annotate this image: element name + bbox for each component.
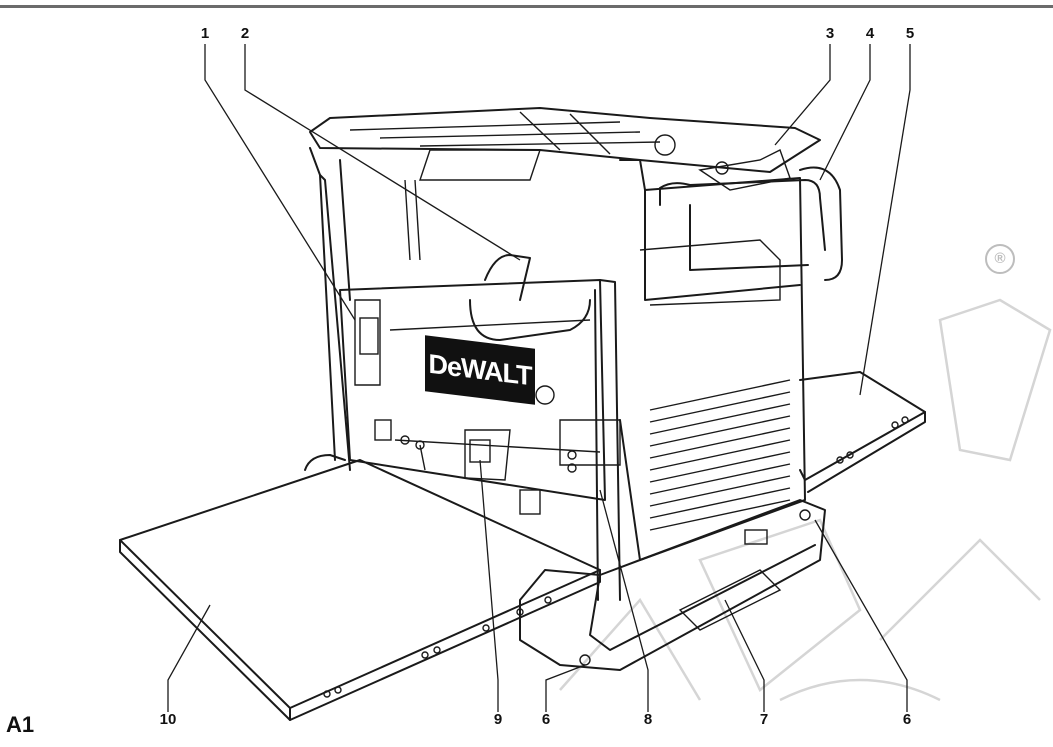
callout-5: 5 — [905, 25, 915, 42]
registered-mark: ® — [985, 244, 1015, 274]
callout-2: 2 — [240, 25, 250, 42]
callout-1: 1 — [200, 25, 210, 42]
base — [519, 499, 826, 671]
figure-label: A1 — [6, 712, 35, 737]
brand-text: DeWALT — [428, 348, 532, 392]
callout-3: 3 — [825, 25, 835, 42]
planer-body — [304, 107, 843, 601]
callout-10: 10 — [159, 711, 177, 728]
callout-7: 7 — [759, 711, 769, 728]
callout-6-left: 6 — [541, 711, 551, 728]
right-table — [799, 371, 926, 493]
callout-8: 8 — [643, 711, 653, 728]
top-rule — [0, 5, 1053, 8]
callout-6-right: 6 — [902, 711, 912, 728]
leader-lines — [167, 44, 911, 712]
callout-9: 9 — [493, 711, 503, 728]
watermark-shapes — [559, 298, 1052, 702]
callout-4: 4 — [865, 25, 875, 42]
